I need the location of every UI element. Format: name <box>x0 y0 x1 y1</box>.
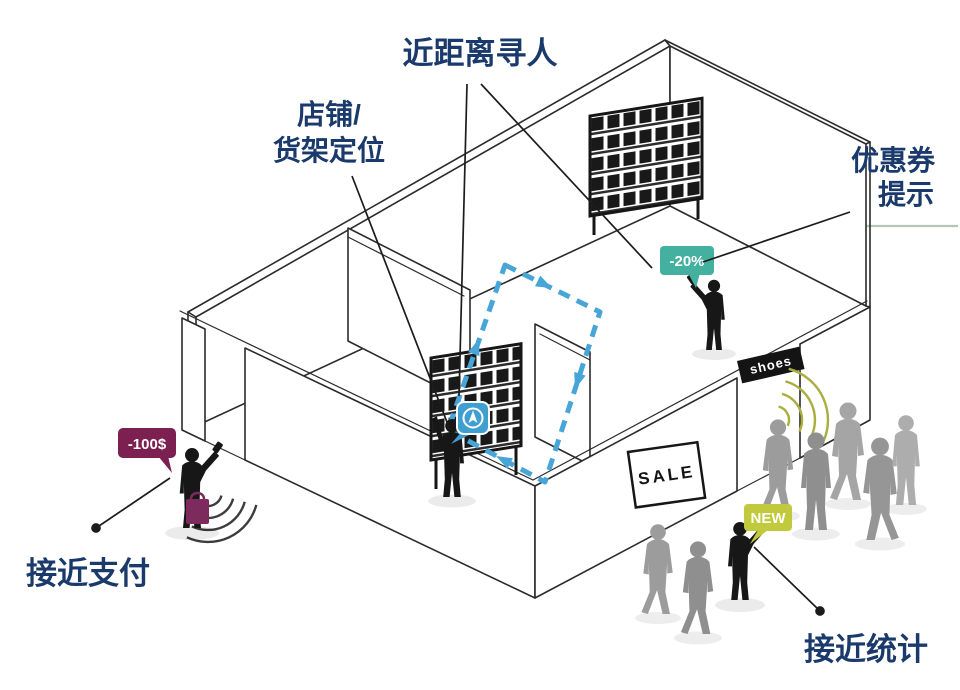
pointer-line-payment <box>95 477 171 529</box>
label-find-person: 近距离寻人 <box>403 36 558 71</box>
location-pin-icon <box>451 401 490 444</box>
label-coupon-line2: 提示 <box>878 179 934 210</box>
pointer-dot-payment <box>91 523 101 533</box>
pointer-line-coupon <box>702 211 851 263</box>
shadow <box>692 348 736 360</box>
navigation-path <box>445 262 603 485</box>
pointer-line-find-person-1 <box>458 83 468 397</box>
badge-payment-discount: -100$ <box>118 428 176 473</box>
pointer-line-stats <box>753 546 821 612</box>
shopping-bag <box>186 491 209 524</box>
label-proximity-stats: 接近统计 <box>804 632 928 667</box>
badge-coupon: -20% <box>660 246 714 288</box>
label-proximity-payment: 接近支付 <box>26 556 150 591</box>
shadow <box>165 526 219 540</box>
pointer-line-shelf-locating <box>351 175 451 431</box>
badge-payment-text: -100$ <box>128 436 167 453</box>
path-arrow-icon <box>574 371 586 389</box>
shoes-sign: shoes <box>737 346 805 384</box>
annotations <box>91 83 851 616</box>
label-shelf-locating-line2: 货架定位 <box>273 134 385 166</box>
sale-sign: SALE <box>626 440 707 509</box>
walkers <box>635 524 722 645</box>
path-arrow-icon <box>496 456 513 469</box>
label-shelf-locating-line1: 店铺/ <box>297 99 361 130</box>
badge-new: NEW <box>744 504 792 544</box>
shadow <box>715 598 765 612</box>
shadow <box>428 494 476 508</box>
badge-new-text: NEW <box>751 510 787 527</box>
signal-waves-right-icon <box>778 367 830 443</box>
badge-coupon-text: -20% <box>669 253 704 270</box>
shelf-back <box>588 96 704 235</box>
pointer-line-find-person-2 <box>480 83 653 269</box>
path-arrow-icon <box>534 275 552 288</box>
pointer-dot-stats <box>815 606 825 616</box>
path-arrow-icon <box>468 339 480 357</box>
label-coupon-line1: 优惠券 <box>851 145 936 176</box>
